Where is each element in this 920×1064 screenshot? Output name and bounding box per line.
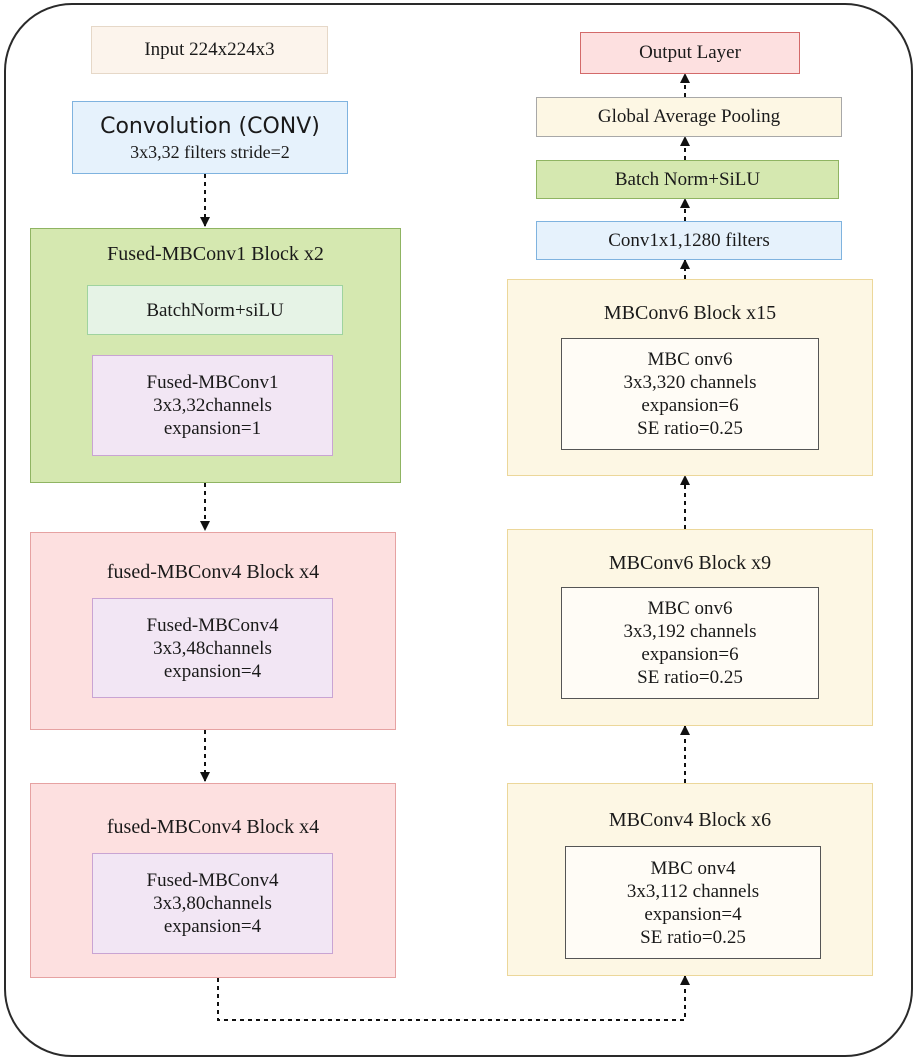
- gap-label: Global Average Pooling: [597, 106, 781, 127]
- diagram-frame: [4, 3, 913, 1057]
- fused1-line-3: expansion=1: [163, 418, 262, 439]
- mbconv4-node: MBC onv4 3x3,112 channels expansion=4 SE…: [565, 846, 821, 959]
- global-average-pooling-node: Global Average Pooling: [536, 97, 842, 137]
- mb15-line-2: 3x3,320 channels: [623, 372, 757, 393]
- fused4b-line-1: Fused-MBConv4: [146, 870, 279, 891]
- batchnorm-silu-node: Batch Norm+SiLU: [536, 160, 839, 199]
- fused1-line-2: 3x3,32channels: [153, 395, 272, 416]
- fused4a-line-3: expansion=4: [163, 660, 262, 682]
- conv-title: Convolution (CONV): [100, 113, 320, 139]
- mb6-line-1: MBC onv4: [650, 857, 736, 879]
- mb9-line-3: expansion=6: [641, 644, 739, 665]
- fused-mbconv4-block-a: fused-MBConv4 Block x4 Fused-MBConv4 3x3…: [30, 532, 396, 730]
- fused4a-line-2: 3x3,48channels: [153, 637, 272, 659]
- mb15-line-4: SE ratio=0.25: [637, 418, 743, 439]
- arrow-block3-to-block6: [217, 975, 690, 1021]
- mb6-line-4: SE ratio=0.25: [640, 926, 746, 948]
- mbconv6-block-x15: MBConv6 Block x15 MBC onv6 3x3,320 chann…: [507, 279, 873, 476]
- fused-mbconv1-block: Fused-MBConv1 Block x2 BatchNorm+siLU Fu…: [30, 228, 401, 483]
- block9-title: MBConv6 Block x9: [608, 552, 772, 574]
- mb15-line-3: expansion=6: [641, 395, 739, 416]
- mbconv6-block-x9: MBConv6 Block x9 MBC onv6 3x3,192 channe…: [507, 529, 873, 726]
- conv1x1-label: Conv1x1,1280 filters: [608, 229, 770, 251]
- fused4b-line-2: 3x3,80channels: [153, 893, 272, 914]
- block3-title: fused-MBConv4 Block x4: [106, 816, 320, 838]
- block1-title: Fused-MBConv1 Block x2: [107, 243, 324, 265]
- block6-title: MBConv4 Block x6: [608, 809, 772, 831]
- fused1-line-1: Fused-MBConv1: [146, 372, 279, 393]
- mbconv6-node-a: MBC onv6 3x3,320 channels expansion=6 SE…: [561, 338, 819, 450]
- fused-mbconv4-node-a: Fused-MBConv4 3x3,48channels expansion=4: [92, 598, 333, 698]
- batchnorm-node: BatchNorm+siLU: [87, 285, 343, 335]
- fused-mbconv4-block-b: fused-MBConv4 Block x4 Fused-MBConv4 3x3…: [30, 783, 396, 978]
- conv1x1-node: Conv1x1,1280 filters: [536, 221, 842, 260]
- block15-title: MBConv6 Block x15: [603, 302, 777, 324]
- mb15-line-1: MBC onv6: [647, 349, 733, 370]
- fused-mbconv1-node: Fused-MBConv1 3x3,32channels expansion=1: [92, 355, 333, 456]
- mbconv6-node-b: MBC onv6 3x3,192 channels expansion=6 SE…: [561, 587, 819, 699]
- conv-detail: 3x3,32 filters stride=2: [130, 141, 290, 162]
- input-node: Input 224x224x3: [91, 26, 328, 74]
- mb9-line-1: MBC onv6: [647, 598, 733, 619]
- input-label: Input 224x224x3: [144, 39, 275, 60]
- fused4a-line-1: Fused-MBConv4: [146, 614, 279, 636]
- mb9-line-2: 3x3,192 channels: [623, 621, 757, 642]
- batchnorm-label: BatchNorm+siLU: [146, 299, 284, 321]
- mb6-line-2: 3x3,112 channels: [626, 880, 760, 902]
- fused-mbconv4-node-b: Fused-MBConv4 3x3,80channels expansion=4: [92, 853, 333, 954]
- mbconv4-block-x6: MBConv4 Block x6 MBC onv4 3x3,112 channe…: [507, 783, 873, 976]
- fused4b-line-3: expansion=4: [163, 916, 262, 937]
- output-label: Output Layer: [639, 42, 741, 63]
- mb9-line-4: SE ratio=0.25: [637, 667, 743, 688]
- mb6-line-3: expansion=4: [644, 903, 742, 925]
- bn-label: Batch Norm+SiLU: [614, 168, 761, 190]
- conv-node: Convolution (CONV) 3x3,32 filters stride…: [72, 101, 348, 174]
- output-node: Output Layer: [580, 32, 800, 74]
- block2-title: fused-MBConv4 Block x4: [106, 561, 320, 583]
